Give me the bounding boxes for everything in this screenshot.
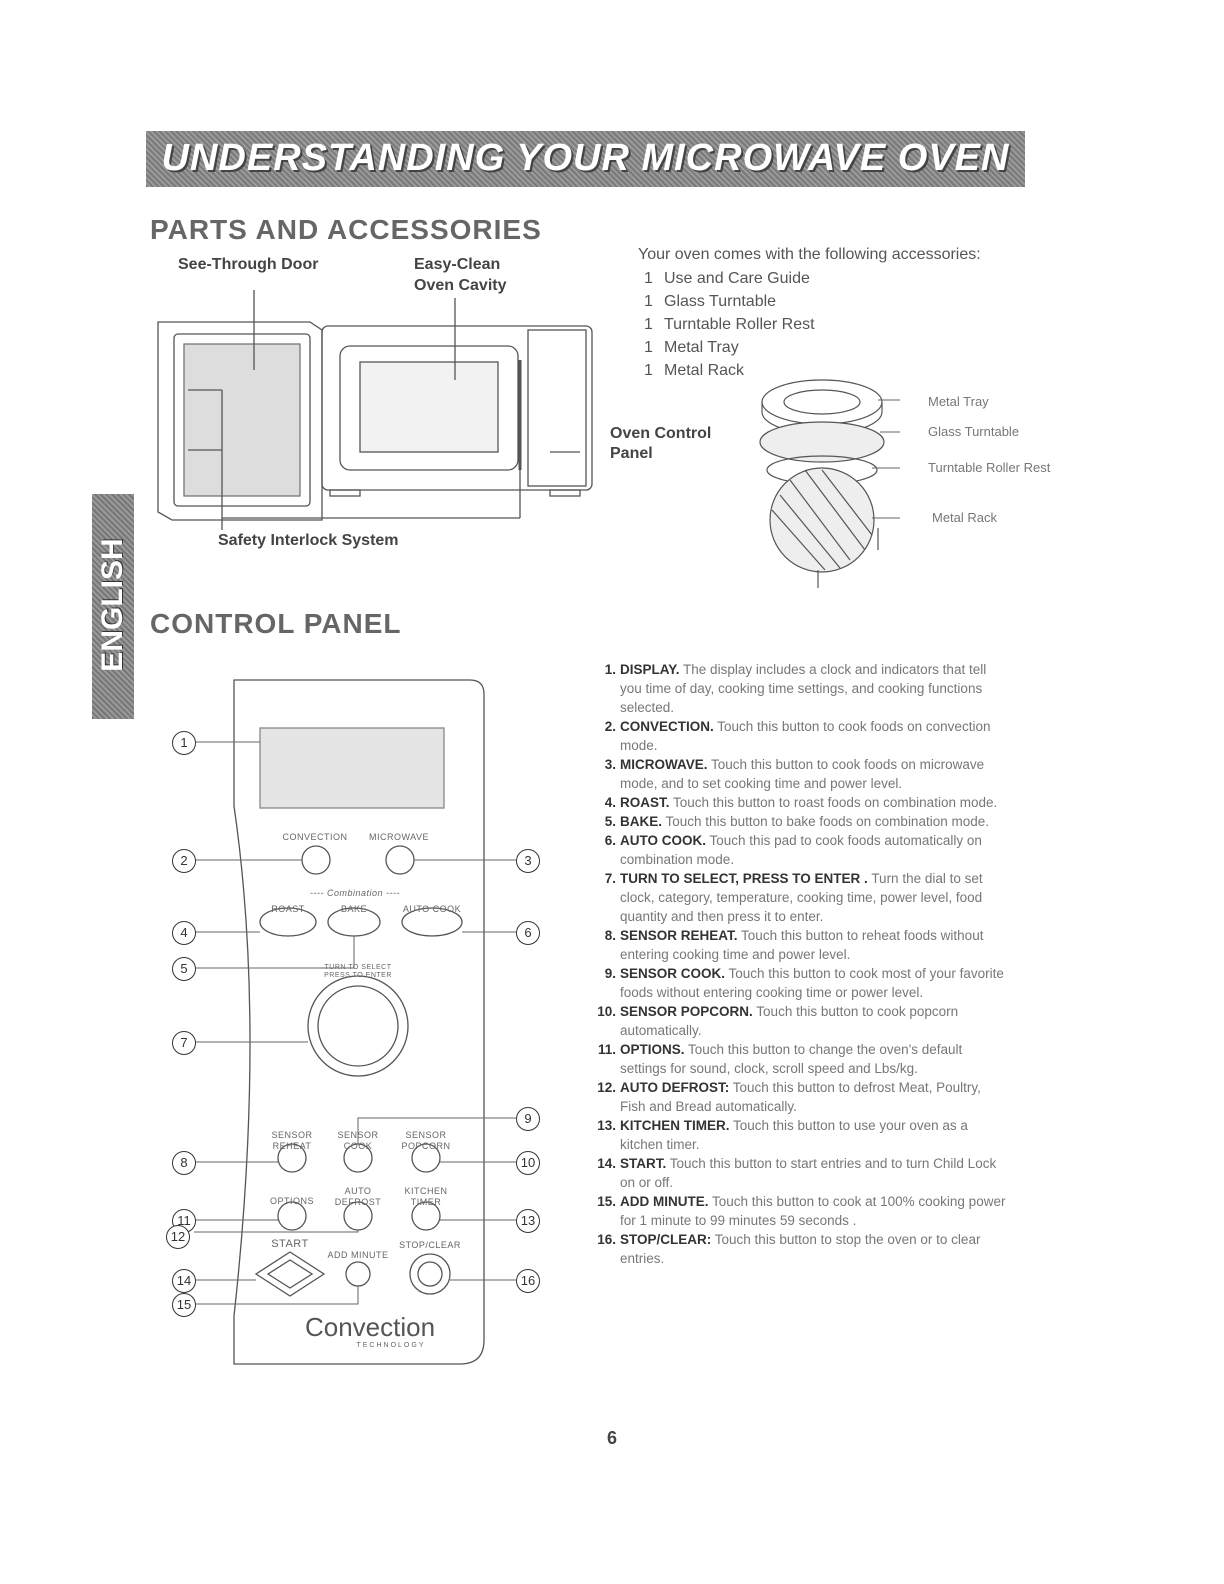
callout-9: 9	[516, 1107, 540, 1131]
control-panel-illustration	[194, 679, 516, 1365]
panel-label-microwave: MICROWAVE	[369, 832, 429, 842]
callout-12: 12	[166, 1225, 190, 1249]
callout-13: 13	[516, 1209, 540, 1233]
description-item: 4.ROAST. Touch this button to roast food…	[604, 795, 998, 810]
description-item: 16.STOP/CLEAR: Touch this button to stop…	[597, 1232, 981, 1266]
panel-label-auto-defrost-1: AUTO	[344, 1186, 372, 1196]
description-item: 5.BAKE. Touch this button to bake foods …	[604, 814, 989, 829]
callout-10: 10	[516, 1151, 540, 1175]
panel-label-auto-defrost-2: DEFROST	[334, 1197, 382, 1207]
callout-1: 1	[172, 731, 196, 755]
callout-5: 5	[172, 957, 196, 981]
description-item: 6.AUTO COOK. Touch this pad to cook food…	[604, 833, 982, 867]
panel-label-sensor-popcorn-2: POPCORN	[401, 1141, 451, 1151]
panel-label-kitchen-timer-1: KITCHEN	[404, 1186, 448, 1196]
panel-label-stop-clear: STOP/CLEAR	[399, 1240, 461, 1250]
panel-label-combination: ---- Combination ----	[309, 888, 400, 898]
description-item: 3.MICROWAVE. Touch this button to cook f…	[604, 757, 985, 791]
callout-6: 6	[516, 921, 540, 945]
parts-heading: PARTS AND ACCESSORIES	[150, 214, 542, 245]
label-metal-tray: Metal Tray	[928, 394, 989, 409]
callout-7: 7	[172, 1031, 196, 1055]
label-easy-clean: Easy-Clean	[414, 256, 501, 273]
accessories-illustration	[759, 379, 900, 588]
description-item: 1.DISPLAY. The display includes a clock …	[604, 662, 987, 715]
description-item: 8.SENSOR REHEAT. Touch this button to re…	[604, 928, 984, 962]
panel-label-kitchen-timer-2: TIMER	[410, 1197, 442, 1207]
panel-label-start: START	[271, 1238, 309, 1250]
callout-3: 3	[516, 849, 540, 873]
description-item: 11.OPTIONS. Touch this button to change …	[597, 1042, 963, 1076]
description-item: 12.AUTO DEFROST: Touch this button to de…	[597, 1080, 981, 1114]
panel-label-sensor-popcorn-1: SENSOR	[405, 1130, 447, 1140]
panel-label-options: OPTIONS	[269, 1196, 314, 1206]
control-descriptions: 1.DISPLAY. The display includes a clock …	[590, 660, 1060, 1268]
label-turntable-roller-rest: Turntable Roller Rest	[928, 460, 1051, 475]
control-panel-heading: CONTROL PANEL	[150, 608, 402, 639]
callout-14: 14	[172, 1269, 196, 1293]
panel-brand-subtitle: TECHNOLOGY	[356, 1342, 426, 1349]
panel-label-sensor-reheat-1: SENSOR	[271, 1130, 313, 1140]
panel-label-convection: CONVECTION	[282, 832, 348, 842]
panel-label-auto-cook: AUTO COOK	[402, 904, 462, 914]
callout-16: 16	[516, 1269, 540, 1293]
callout-4: 4	[172, 921, 196, 945]
panel-label-sensor-reheat-2: REHEAT	[272, 1141, 312, 1151]
callout-8: 8	[172, 1151, 196, 1175]
panel-label-add-minute: ADD MINUTE	[327, 1250, 389, 1260]
label-panel: Panel	[610, 445, 653, 462]
description-item: 14.START. Touch this button to start ent…	[597, 1156, 997, 1190]
description-item: 15.ADD MINUTE. Touch this button to cook…	[597, 1194, 1006, 1228]
label-safety-interlock: Safety Interlock System	[218, 532, 399, 549]
description-item: 13.KITCHEN TIMER. Touch this button to u…	[597, 1118, 968, 1152]
panel-label-sensor-cook-1: SENSOR	[337, 1130, 379, 1140]
language-tab-label: ENGLISH	[96, 538, 129, 672]
banner-title: UNDERSTANDING YOUR MICROWAVE OVEN	[161, 137, 1010, 179]
page-banner: UNDERSTANDING YOUR MICROWAVE OVEN	[146, 131, 1025, 187]
description-item: 9.SENSOR COOK. Touch this button to cook…	[604, 966, 1004, 1000]
callout-15: 15	[172, 1293, 196, 1317]
panel-label-press-to-enter: PRESS TO ENTER	[324, 972, 392, 979]
page-number: 6	[606, 1428, 617, 1448]
language-tab: ENGLISH	[92, 494, 134, 719]
label-metal-rack: Metal Rack	[932, 510, 998, 525]
panel-brand: Convection	[304, 1312, 436, 1342]
label-oven-control: Oven Control	[610, 425, 712, 442]
panel-label-bake: BAKE	[340, 904, 367, 914]
description-item: 7.TURN TO SELECT, PRESS TO ENTER . Turn …	[604, 871, 983, 924]
label-glass-turntable: Glass Turntable	[928, 424, 1020, 439]
description-item: 2.CONVECTION. Touch this button to cook …	[604, 719, 991, 753]
description-item: 10.SENSOR POPCORN. Touch this button to …	[597, 1004, 959, 1038]
oven-illustration	[157, 290, 593, 530]
label-see-through-door: See-Through Door	[178, 256, 319, 273]
accessories-intro: Your oven comes with the following acces…	[638, 246, 981, 263]
panel-label-roast: ROAST	[271, 904, 305, 914]
callout-2: 2	[172, 849, 196, 873]
panel-label-sensor-cook-2: COOK	[343, 1141, 373, 1151]
panel-label-turn-to-select: TURN TO SELECT	[324, 964, 392, 971]
label-oven-cavity: Oven Cavity	[414, 277, 507, 294]
